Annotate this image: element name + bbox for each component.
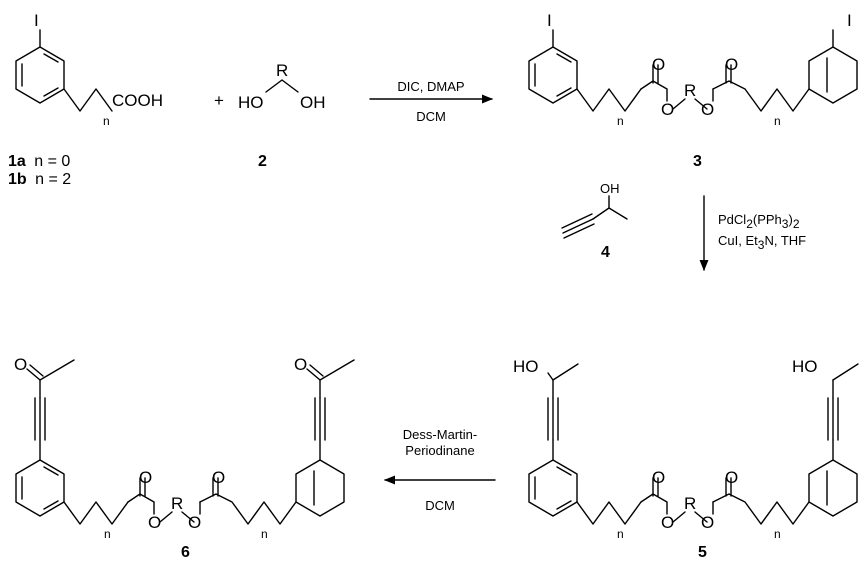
compound-2-label: 2 <box>258 153 267 170</box>
compound-1b-condition: n = 2 <box>35 171 71 188</box>
carbonyl-oxygen-label: O <box>725 468 738 487</box>
plus-sign: + <box>214 91 224 110</box>
n-label: n <box>774 114 781 128</box>
n-label: n <box>774 527 781 541</box>
step3-solvent: DCM <box>425 498 455 513</box>
step3-reagent-line1: Dess-Martin- <box>403 427 477 442</box>
step1-solvent: DCM <box>416 109 446 124</box>
r-group-label: R <box>276 61 288 80</box>
ho-label: HO <box>238 93 264 112</box>
carbonyl-oxygen-label: O <box>212 468 225 487</box>
ester-oxygen-label: O <box>148 513 161 532</box>
compound-1a-number: 1a <box>8 153 26 170</box>
carbonyl-oxygen-label: O <box>139 468 152 487</box>
oh-label: OH <box>300 93 326 112</box>
iodine-label: I <box>847 11 852 30</box>
ketone-oxygen-label: O <box>14 355 27 374</box>
compound-5-structure <box>528 363 859 525</box>
ester-oxygen-label: O <box>701 513 714 532</box>
carbonyl-oxygen-label: O <box>652 468 665 487</box>
compound-6-structure <box>15 359 355 525</box>
ester-oxygen-label: O <box>661 100 674 119</box>
carbonyl-oxygen-label: O <box>725 55 738 74</box>
iodine-label: I <box>547 11 552 30</box>
compound-6-label: 6 <box>181 544 190 561</box>
compound-4-structure <box>561 195 628 239</box>
compound-5-label: 5 <box>698 544 707 561</box>
iodine-label: I <box>34 11 39 30</box>
step1-reagents: DIC, DMAP <box>397 79 464 94</box>
r-group-label: R <box>684 494 696 513</box>
compound-2-structure <box>265 79 299 93</box>
carbonyl-oxygen-label: O <box>652 55 665 74</box>
step2-additives: CuI, Et3N, THF <box>718 233 806 252</box>
hydroxyl-label: OH <box>600 181 620 196</box>
n-label: n <box>103 114 110 128</box>
compound-4-label: 4 <box>601 244 610 261</box>
ketone-oxygen-label: O <box>294 355 307 374</box>
hydroxyl-label: HO <box>792 357 818 376</box>
compound-1-structure <box>15 29 113 112</box>
ester-oxygen-label: O <box>188 513 201 532</box>
ester-oxygen-label: O <box>701 100 714 119</box>
r-group-label: R <box>684 81 696 100</box>
n-label: n <box>261 527 268 541</box>
step2-catalyst: PdCl2(PPh3)2 <box>718 212 800 231</box>
compound-3-label: 3 <box>693 153 702 170</box>
n-label: n <box>617 527 624 541</box>
compound-1a-condition: n = 0 <box>34 153 70 170</box>
n-label: n <box>104 527 111 541</box>
compound-1b-caption: 1b n = 2 <box>8 171 71 188</box>
compound-1a-caption: 1a n = 0 <box>8 153 70 170</box>
r-group-label: R <box>171 494 183 513</box>
n-label: n <box>617 114 624 128</box>
step3-reagent-line2: Periodinane <box>405 443 474 458</box>
compound-3-structure <box>528 29 858 112</box>
ester-oxygen-label: O <box>661 513 674 532</box>
hydroxyl-label: HO <box>513 357 539 376</box>
compound-1b-number: 1b <box>8 171 27 188</box>
carboxylic-acid-label: COOH <box>112 91 163 110</box>
